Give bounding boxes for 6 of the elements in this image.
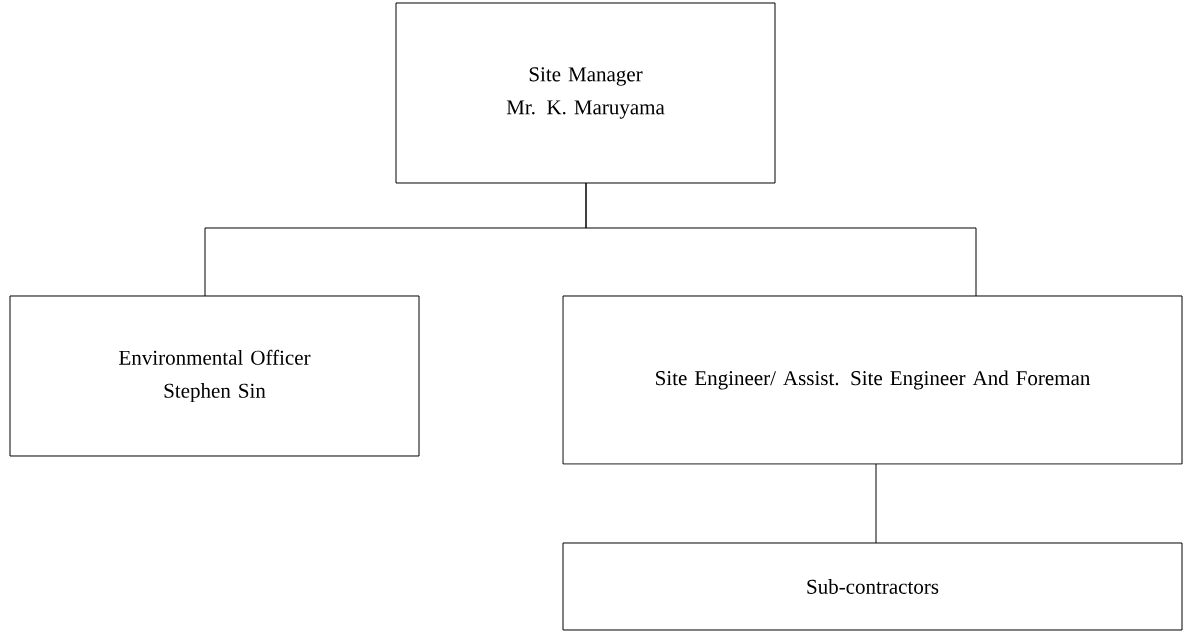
org-box: Site Engineer/ Assist. Site Engineer And Foreman — [562, 295, 1183, 465]
connector-line — [875, 463, 877, 544]
connector-line — [585, 182, 977, 297]
org-box: Site Manager Mr. K. Maruyama — [395, 2, 776, 184]
org-box: Environmental Officer Stephen Sin — [9, 295, 420, 457]
org-box: Sub-contractors — [562, 542, 1183, 631]
